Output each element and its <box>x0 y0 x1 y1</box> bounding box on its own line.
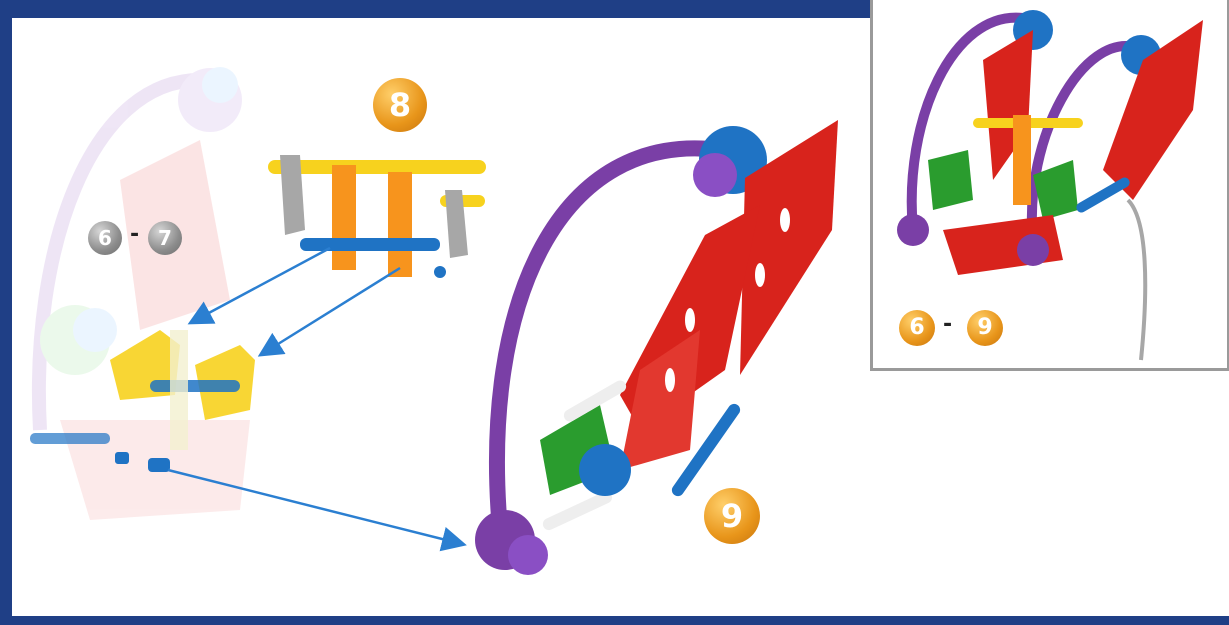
completed-model-inset: 6 - 9 <box>870 0 1229 371</box>
arrow-2 <box>262 268 400 354</box>
inset-step-9-badge: 9 <box>967 310 1003 346</box>
step-9-badge: 9 <box>704 488 760 544</box>
step-7-badge: 7 <box>148 221 182 255</box>
inset-range-dash: - <box>943 312 952 337</box>
step-7-number: 7 <box>158 226 172 250</box>
step9-model <box>475 120 838 575</box>
step-6-badge: 6 <box>88 221 122 255</box>
step-6-number: 6 <box>98 226 112 250</box>
step8-parts <box>268 155 486 278</box>
inset-step-6-badge: 6 <box>899 310 935 346</box>
faded-model <box>39 67 250 520</box>
step-8-number: 8 <box>389 86 411 124</box>
inset-step-6-number: 6 <box>909 315 924 340</box>
step-8-badge: 8 <box>373 78 427 132</box>
step-range-dash: - <box>130 222 139 247</box>
inset-step-9-number: 9 <box>977 315 992 340</box>
step-9-number: 9 <box>721 497 743 535</box>
